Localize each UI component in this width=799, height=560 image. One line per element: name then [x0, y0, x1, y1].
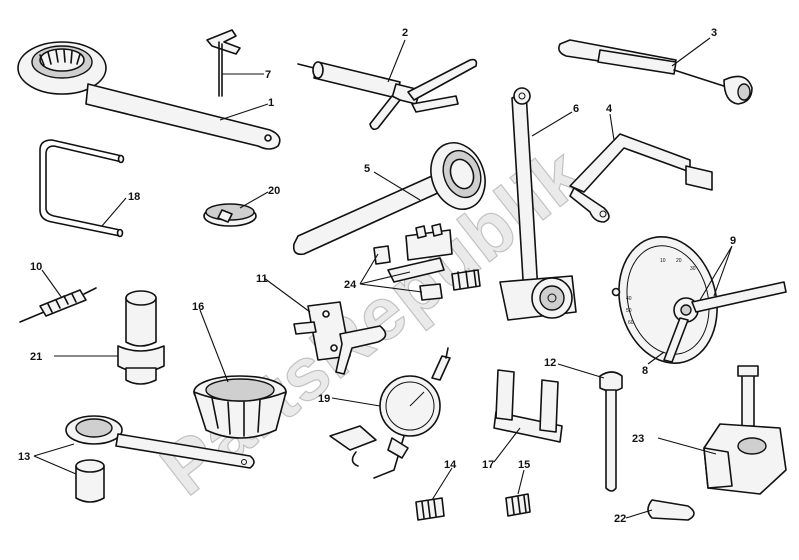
tool-7-locating-pin — [206, 29, 241, 97]
callout-7: 7 — [265, 69, 271, 81]
callout-22: 22 — [614, 513, 626, 525]
tool-9-degree-wheel: 10 20 30 40 50 60 — [611, 236, 787, 364]
callout-8: 8 — [642, 365, 648, 377]
callout-14: 14 — [444, 459, 457, 471]
callout-10: 10 — [30, 261, 42, 273]
callout-4: 4 — [606, 103, 613, 115]
tool-4-bent-lever — [569, 133, 713, 223]
callout-6: 6 — [573, 103, 579, 115]
tool-13-adjustable-wrench — [65, 415, 255, 503]
scale-label-4: 40 — [626, 296, 632, 302]
tool-1-ring-wrench — [17, 41, 281, 150]
scale-label-5: 50 — [626, 308, 632, 314]
callout-16: 16 — [192, 301, 204, 313]
tool-3-slide-tool — [558, 39, 753, 105]
tool-16-filter-cup — [193, 375, 287, 439]
callout-13: 13 — [18, 451, 30, 463]
tool-17-fork-gauge — [493, 369, 563, 443]
callout-5: 5 — [364, 163, 370, 175]
tool-14-knurled-nut — [415, 497, 445, 521]
tool-23-press-tool — [703, 365, 787, 495]
scale-label-3: 30 — [690, 266, 696, 272]
callout-20: 20 — [268, 185, 280, 197]
callout-12: 12 — [544, 357, 556, 369]
callout-9: 9 — [730, 235, 736, 247]
scale-label-1: 10 — [660, 258, 666, 264]
callout-21: 21 — [30, 351, 42, 363]
tool-10-drift — [19, 287, 97, 323]
tool-12-long-pin — [599, 371, 623, 492]
callout-18: 18 — [128, 191, 140, 203]
tool-5-socket-bar — [292, 142, 486, 256]
callout-24: 24 — [344, 279, 357, 291]
scale-label-6: 60 — [628, 320, 634, 326]
callout-23: 23 — [632, 433, 644, 445]
callout-labels: 1 2 3 4 5 6 7 8 9 10 11 12 13 14 15 16 1… — [18, 27, 736, 525]
tool-21-stepped-sleeve — [117, 290, 165, 385]
tool-6-t-bar-socket — [499, 87, 577, 321]
tool-22-plug — [647, 499, 695, 521]
tool-11-plate-holder — [293, 301, 387, 375]
callout-15: 15 — [518, 459, 530, 471]
callout-3: 3 — [711, 27, 717, 39]
callout-2: 2 — [402, 27, 408, 39]
callout-11: 11 — [256, 273, 268, 285]
callout-19: 19 — [318, 393, 330, 405]
tool-20-shim — [203, 203, 257, 227]
callout-17: 17 — [482, 459, 494, 471]
tool-15-knurled-cap — [505, 493, 531, 517]
tool-19-dial-gauge — [329, 347, 451, 479]
scale-label-2: 20 — [676, 258, 682, 264]
callout-1: 1 — [268, 97, 274, 109]
leader-lines — [33, 37, 733, 519]
tool-24-fittings — [373, 223, 481, 301]
tool-2-puller — [297, 58, 478, 131]
tool-18-bent-rod — [39, 139, 125, 238]
